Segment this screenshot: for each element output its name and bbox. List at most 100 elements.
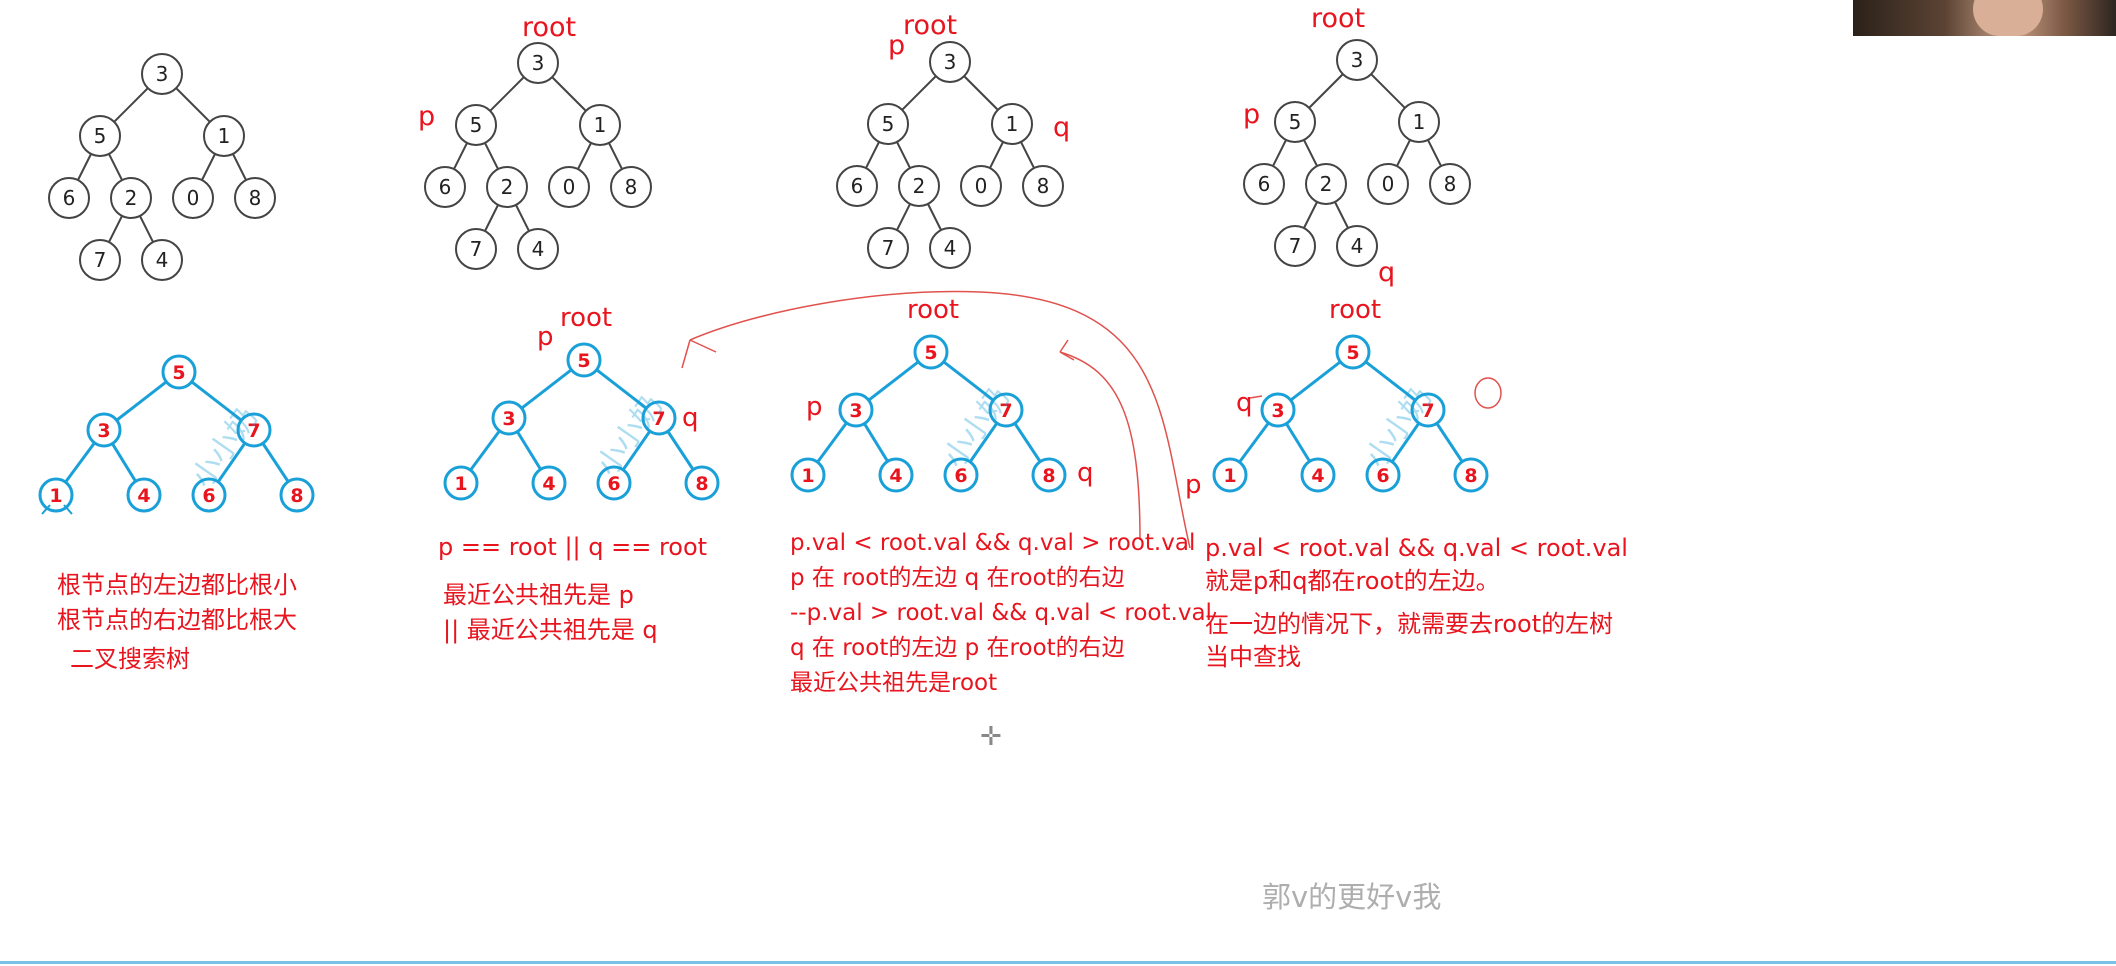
bst-node-label: 3 <box>97 420 110 442</box>
tree-node-label: 2 <box>125 186 138 210</box>
note-col4-line: p.val < root.val && q.val < root.val <box>1205 534 1628 562</box>
tree-node-label: 0 <box>563 175 576 199</box>
tree-node <box>1022 165 1064 207</box>
tree-node <box>141 239 183 281</box>
q-label: q <box>1077 458 1094 488</box>
bst-node-label: 4 <box>1311 465 1324 487</box>
tree-node-label: 1 <box>218 124 231 148</box>
root-label: root <box>1329 295 1381 325</box>
tree-node <box>836 165 878 207</box>
tree-node-label: 8 <box>249 186 262 210</box>
bst-node <box>491 400 527 436</box>
root-label: root <box>907 295 959 325</box>
tree-node <box>517 228 559 270</box>
tree-node-label: 4 <box>944 236 957 260</box>
bst-node <box>790 457 826 493</box>
bst-node-label: 8 <box>1042 465 1055 487</box>
note-col3-line: q 在 root的左边 p 在root的右边 <box>790 635 1125 661</box>
tree-node <box>141 53 183 95</box>
bst-node <box>279 477 315 513</box>
tree-node-label: 8 <box>625 175 638 199</box>
bst-node-label: 5 <box>924 342 937 364</box>
tree-node-label: 3 <box>944 50 957 74</box>
tree-node-label: 0 <box>975 174 988 198</box>
p-label: p <box>1185 470 1202 500</box>
watermark: 小小奶 <box>185 401 265 495</box>
tree-node-label: 1 <box>1006 112 1019 136</box>
root-label: root <box>1311 3 1365 34</box>
tree-node <box>1274 101 1316 143</box>
note-col2-line: 最近公共祖先是 p <box>443 581 634 609</box>
bst-node-label: 8 <box>1464 465 1477 487</box>
tree-node <box>1243 163 1285 205</box>
tree-node-label: 6 <box>1258 172 1271 196</box>
tree-node <box>203 115 245 157</box>
bst-node <box>838 392 874 428</box>
note-col4-line: 当中查找 <box>1205 643 1301 671</box>
p-label: p <box>1243 99 1260 130</box>
bst-node <box>878 457 914 493</box>
bst-node-label: 5 <box>1346 342 1359 364</box>
arrow-curve <box>689 290 1191 549</box>
bst-node <box>641 400 677 436</box>
tree-node-label: 3 <box>1351 48 1364 72</box>
tree-node-label: 7 <box>882 236 895 260</box>
bottom-divider <box>0 961 2116 964</box>
root-label: root <box>522 12 576 43</box>
note-col3-line: 最近公共祖先是root <box>790 670 997 696</box>
webcam-overlay <box>1853 0 2116 36</box>
bst-node <box>988 392 1024 428</box>
tree-node-label: 3 <box>156 62 169 86</box>
bst-node <box>191 477 227 513</box>
tree-node <box>486 166 528 208</box>
bst-node-label: 7 <box>247 420 260 442</box>
tree-node-label: 5 <box>882 112 895 136</box>
tree-node-label: 6 <box>63 186 76 210</box>
cursor-crosshair: ✛ <box>980 722 1002 752</box>
arrow-head <box>1059 339 1075 361</box>
bst-node <box>1410 392 1446 428</box>
bst-node-label: 5 <box>172 362 185 384</box>
note-col1-line: 二叉搜索树 <box>70 645 190 673</box>
tree-node <box>1336 225 1378 267</box>
p-label: p <box>888 30 905 61</box>
bst-node <box>913 334 949 370</box>
bst-node-label: 1 <box>49 485 62 507</box>
bst-node-label: 4 <box>542 473 555 495</box>
tree-node <box>898 165 940 207</box>
watermark: 小小奶 <box>937 381 1017 475</box>
bst-node-label: 7 <box>999 400 1012 422</box>
bst-node-label: 8 <box>290 485 303 507</box>
bst-node-label: 3 <box>849 400 862 422</box>
tree-node <box>79 239 121 281</box>
bst-node-label: 3 <box>502 408 515 430</box>
tree-node <box>1367 163 1409 205</box>
tree-node <box>79 115 121 157</box>
tree-node-label: 0 <box>1382 172 1395 196</box>
tree-node-label: 7 <box>470 237 483 261</box>
bst-node-label: 6 <box>1376 465 1389 487</box>
tree-node <box>455 228 497 270</box>
tree-node-label: 2 <box>913 174 926 198</box>
tree-node-label: 6 <box>439 175 452 199</box>
scribble-dash <box>1249 395 1263 399</box>
tree-node-label: 5 <box>470 113 483 137</box>
tree-node-label: 5 <box>94 124 107 148</box>
bst-node <box>1365 457 1401 493</box>
bst-node-label: 7 <box>1421 400 1434 422</box>
bst-node <box>596 465 632 501</box>
tree-node-label: 4 <box>1351 234 1364 258</box>
tree-node <box>455 104 497 146</box>
tree-node <box>610 166 652 208</box>
presenter-face <box>1973 0 2043 36</box>
bst-node-label: 6 <box>954 465 967 487</box>
bst-node <box>531 465 567 501</box>
tree-node-label: 0 <box>187 186 200 210</box>
tree-node <box>172 177 214 219</box>
tree-node-label: 4 <box>532 237 545 261</box>
tree-node <box>1398 101 1440 143</box>
tree-node-label: 3 <box>532 51 545 75</box>
tree-node-label: 1 <box>594 113 607 137</box>
bst-node <box>86 412 122 448</box>
bst-edge-stub <box>41 504 51 515</box>
